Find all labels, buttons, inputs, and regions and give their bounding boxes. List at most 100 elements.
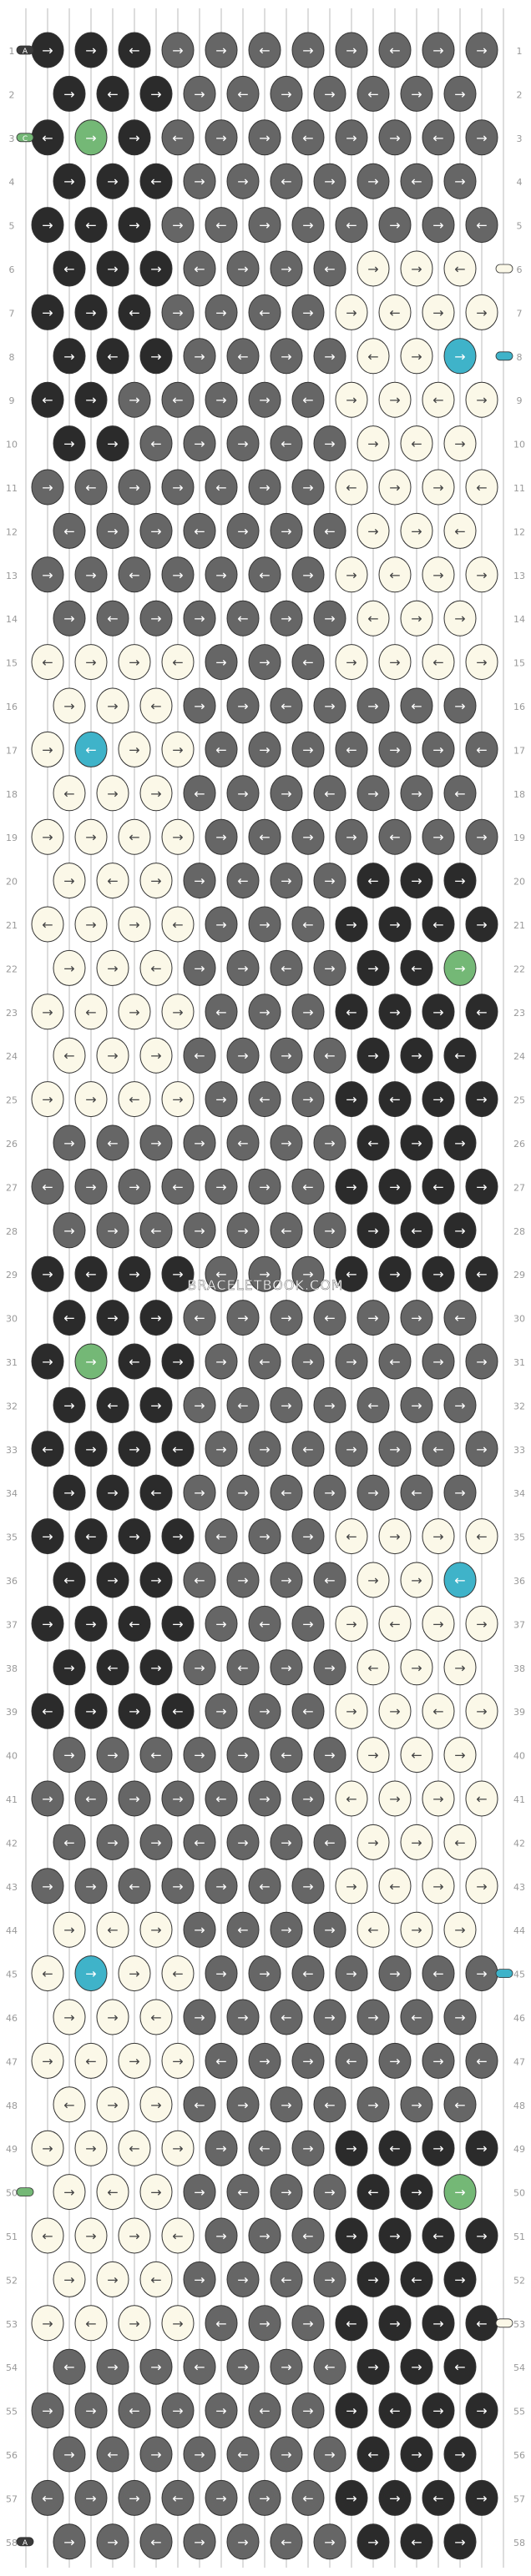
row-number-right: 31	[513, 1357, 525, 1368]
knot	[357, 2348, 390, 2385]
knot-arrow: →	[42, 742, 53, 757]
knot-arrow: ←	[476, 1266, 487, 1282]
knot	[378, 381, 412, 418]
knot-arrow: →	[476, 1879, 487, 1894]
row-number-right: 49	[513, 2144, 525, 2155]
knot-arrow: →	[237, 1834, 248, 1850]
knot	[183, 163, 216, 199]
knot-arrow: →	[454, 349, 465, 365]
knot-arrow: →	[194, 436, 205, 452]
knot-arrow: →	[259, 1703, 270, 1719]
knot-arrow: ←	[324, 523, 335, 539]
knot-arrow: →	[215, 2228, 226, 2244]
knot-arrow: →	[107, 2010, 118, 2025]
knot-arrow: →	[150, 611, 161, 626]
knot	[313, 75, 346, 112]
knot-arrow: ←	[454, 1048, 465, 1064]
knot-arrow: ←	[150, 698, 161, 714]
knot	[465, 2479, 498, 2516]
knot	[335, 1868, 368, 1904]
knot-arrow: →	[281, 523, 291, 539]
knot	[313, 2523, 346, 2560]
knot-arrow: →	[85, 2490, 96, 2506]
knot	[357, 1737, 390, 1774]
knot-arrow: ←	[454, 1572, 465, 1588]
knot-arrow: →	[432, 742, 443, 757]
knot-arrow: →	[346, 304, 357, 320]
knot	[183, 863, 216, 899]
knot	[335, 1343, 368, 1380]
knot-arrow: →	[42, 1354, 53, 1370]
knot-arrow: ←	[129, 2141, 139, 2156]
knot-arrow: →	[324, 174, 335, 189]
knot	[378, 2479, 412, 2516]
knot-arrow: ←	[215, 2053, 226, 2069]
knot-arrow: ←	[194, 1048, 205, 1064]
knot-arrow: ←	[476, 480, 487, 496]
knot	[74, 381, 108, 418]
strand-marker-left	[16, 2537, 34, 2547]
knot	[465, 731, 498, 767]
knot	[357, 250, 390, 287]
knot-arrow: →	[107, 261, 118, 277]
knot-arrow: →	[432, 1879, 443, 1894]
knot-arrow: →	[150, 349, 161, 365]
knot	[291, 994, 325, 1030]
knot-arrow: →	[281, 611, 291, 626]
knot	[96, 1300, 129, 1336]
row-number-left: 40	[6, 1751, 18, 1762]
knot-arrow: ←	[63, 1572, 74, 1588]
knot-arrow: →	[129, 392, 139, 408]
knot	[118, 1255, 151, 1292]
knot-arrow: →	[107, 1223, 118, 1239]
knot	[313, 425, 346, 462]
knot-arrow: →	[454, 174, 465, 189]
knot-arrow: →	[454, 2272, 465, 2287]
knot-arrow: →	[432, 480, 443, 496]
knot	[291, 119, 325, 156]
knot-arrow: →	[150, 1048, 161, 1064]
knot-arrow: ←	[129, 1616, 139, 1632]
knot-arrow: →	[85, 43, 96, 58]
knot	[378, 1868, 412, 1904]
knot	[161, 1868, 195, 1904]
knot	[96, 163, 129, 199]
knot	[465, 818, 498, 855]
knot-arrow: →	[259, 480, 270, 496]
knot	[400, 1037, 433, 1074]
row-number-left: 51	[6, 2231, 18, 2242]
knot	[183, 2436, 216, 2473]
knot	[161, 1693, 195, 1729]
knot	[357, 863, 390, 899]
knot	[400, 1124, 433, 1161]
row-number-left: 38	[6, 1663, 18, 1674]
knot-arrow: ←	[63, 2359, 74, 2375]
knot-arrow: →	[346, 1879, 357, 1894]
knot-arrow: →	[411, 1922, 422, 1938]
row-number-left: 5	[9, 221, 15, 232]
knot-arrow: →	[367, 2359, 378, 2375]
knot-arrow: →	[150, 1135, 161, 1151]
knot	[161, 294, 195, 330]
row-number-right: 40	[513, 1751, 525, 1762]
knot-arrow: →	[281, 1135, 291, 1151]
knot	[118, 1431, 151, 1467]
knot-arrow: →	[107, 436, 118, 452]
knot-arrow: →	[150, 1397, 161, 1413]
knot	[161, 1343, 195, 1380]
knot-arrow: →	[259, 2053, 270, 2069]
knot-arrow: ←	[324, 1048, 335, 1064]
knot	[53, 1824, 86, 1860]
knot	[335, 556, 368, 593]
knot-arrow: →	[85, 2403, 96, 2419]
knot-arrow: →	[281, 2185, 291, 2201]
knot	[291, 556, 325, 593]
knot	[335, 1693, 368, 1729]
knot	[139, 2261, 173, 2297]
knot-arrow: →	[389, 2228, 400, 2244]
knot	[118, 119, 151, 156]
knot-arrow: →	[432, 2403, 443, 2419]
knot	[378, 644, 412, 681]
knot-arrow: →	[454, 1922, 465, 1938]
knot	[400, 2086, 433, 2123]
